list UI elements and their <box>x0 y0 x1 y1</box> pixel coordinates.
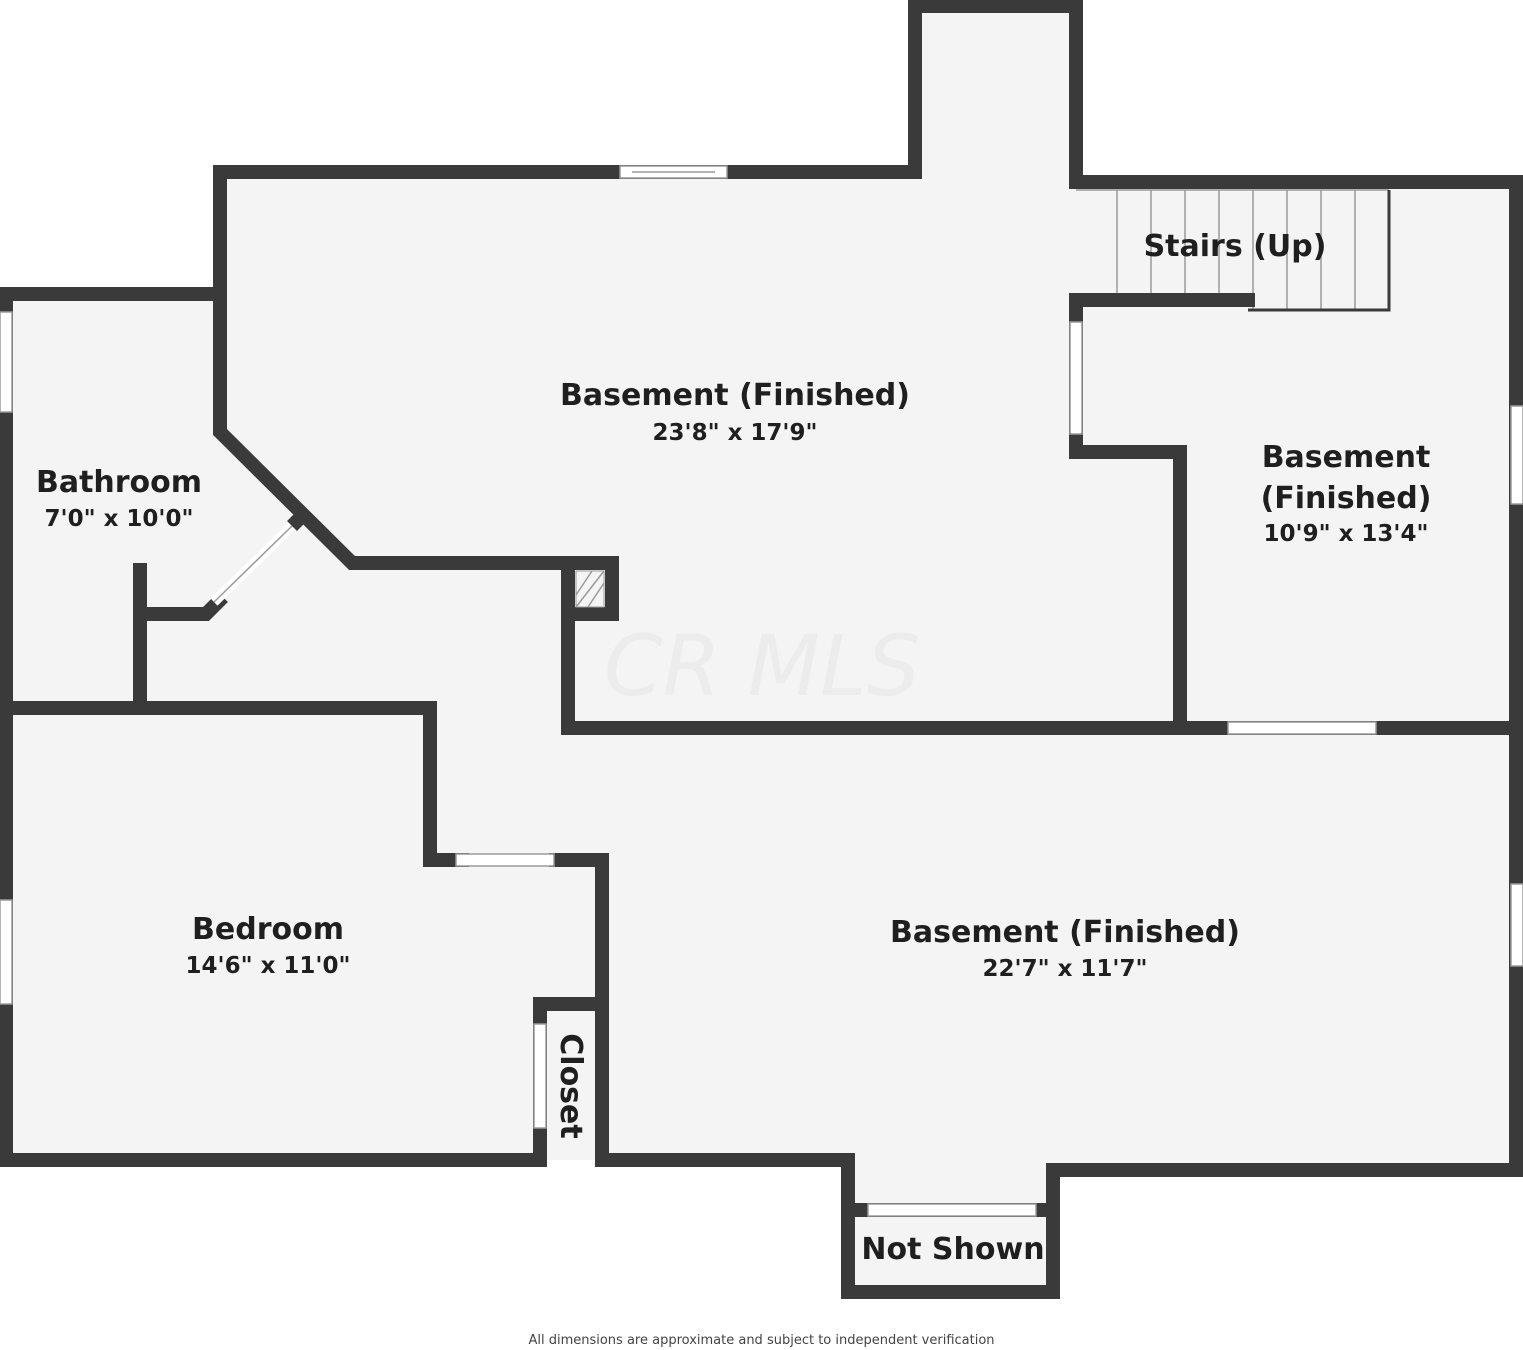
floor-basement-main <box>220 6 1180 728</box>
chimney-hatch <box>575 570 605 608</box>
room-name-bedroom: Bedroom <box>192 912 344 947</box>
stairs-label: Stairs (Up) <box>1144 229 1327 264</box>
room-name-bathroom: Bathroom <box>36 465 202 500</box>
watermark: CR MLS <box>604 617 920 715</box>
floor-areas <box>6 6 1516 1292</box>
room-name-basement-lower: Basement (Finished) <box>890 915 1240 950</box>
windows <box>0 165 1523 1217</box>
room-dim-bathroom: 7'0" x 10'0" <box>45 506 194 532</box>
opening-stairs-side <box>1069 321 1083 435</box>
opening-lower-right <box>1227 721 1377 735</box>
room-dim-basement-lower: 22'7" x 11'7" <box>983 956 1148 982</box>
opening-bedroom <box>455 853 555 867</box>
room-name-basement-right-2: (Finished) <box>1261 481 1432 516</box>
room-dim-basement-right: 10'9" x 13'4" <box>1264 521 1429 547</box>
stairs-treads <box>1076 189 1389 310</box>
window-left-lower <box>0 899 13 1005</box>
room-dim-basement-main: 23'8" x 17'9" <box>653 420 818 446</box>
stairs-outline <box>1248 190 1391 312</box>
opening-not-shown <box>867 1203 1037 1217</box>
floor-bedroom <box>6 708 602 1160</box>
room-dim-bedroom: 14'6" x 11'0" <box>186 953 351 979</box>
window-right-upper <box>1510 405 1523 505</box>
not-shown-label: Not Shown <box>861 1232 1044 1267</box>
disclaimer-footer: All dimensions are approximate and subje… <box>528 1333 995 1348</box>
closet-label: Closet <box>553 1033 588 1138</box>
window-left-upper <box>0 311 13 413</box>
window-right-lower <box>1510 883 1523 967</box>
opening-closet <box>533 1023 547 1129</box>
room-name-basement-main: Basement (Finished) <box>560 378 910 413</box>
room-name-basement-right-1: Basement <box>1262 440 1431 475</box>
floor-basement-lower <box>430 728 1516 1292</box>
